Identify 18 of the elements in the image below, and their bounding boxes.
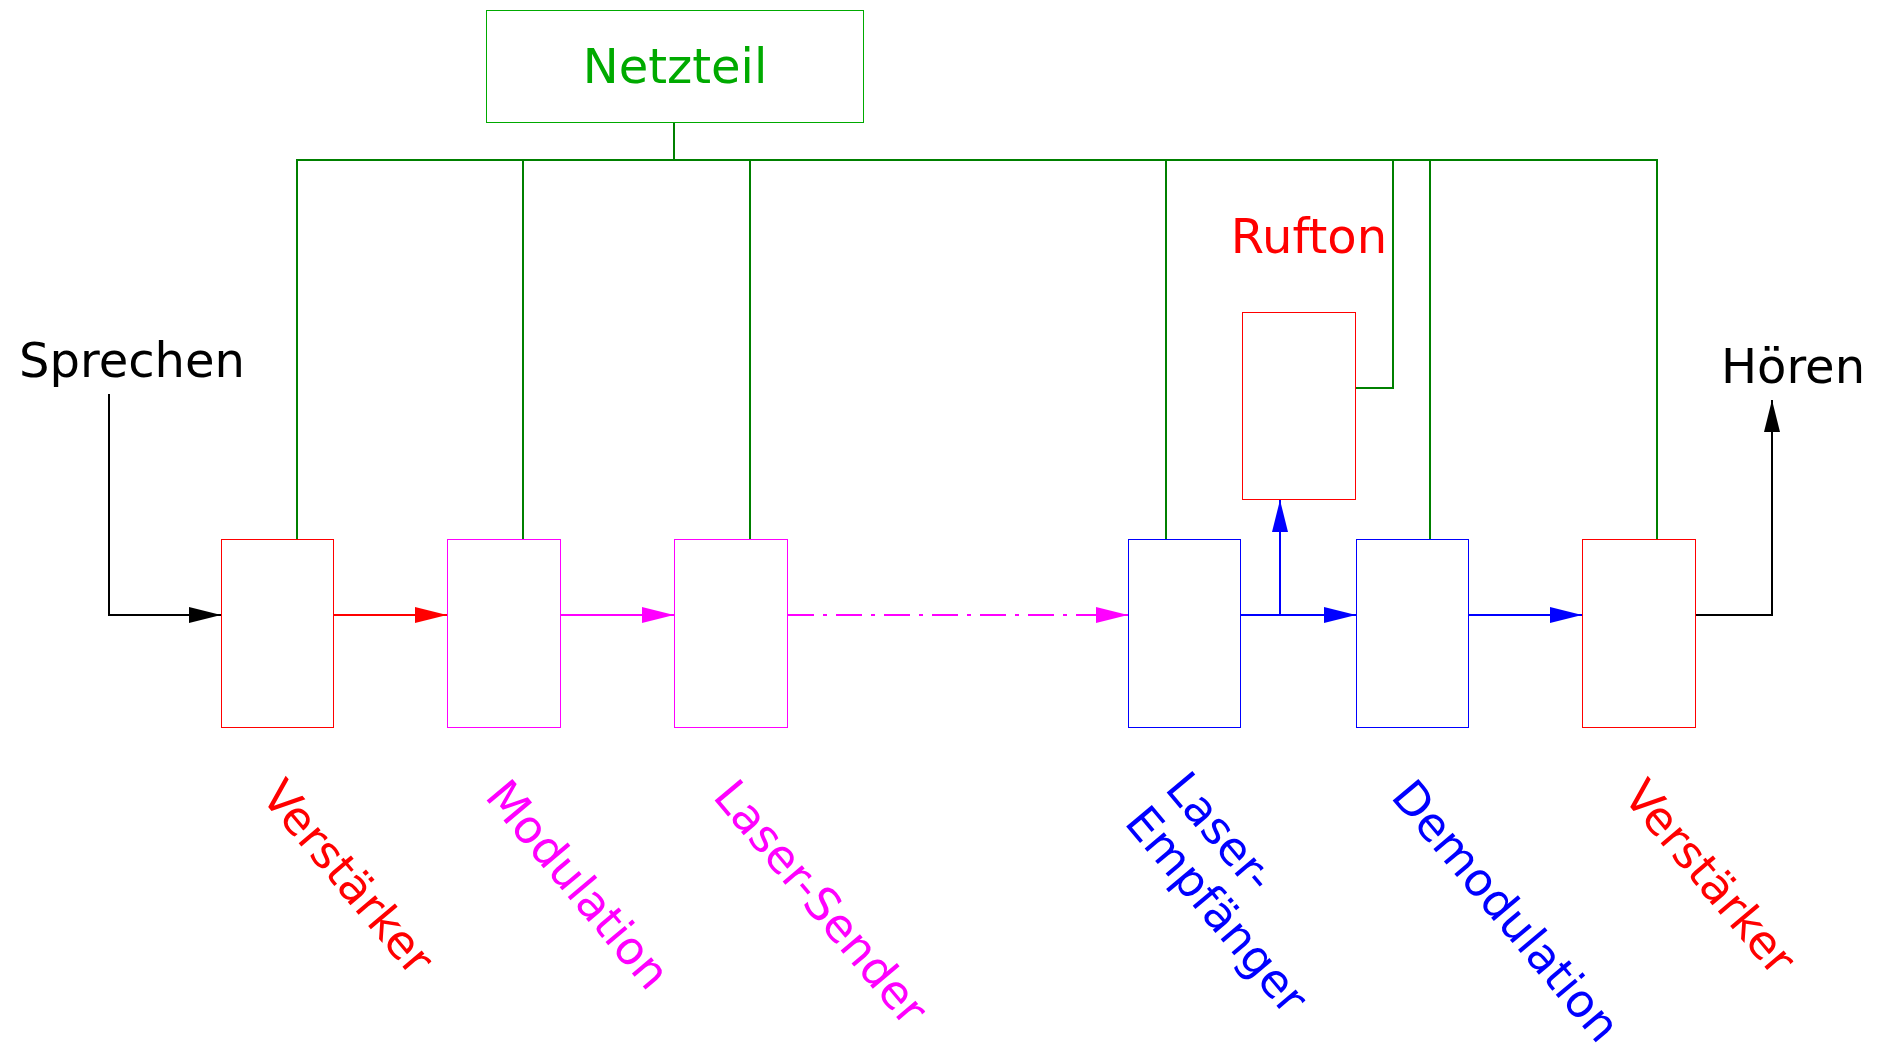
arrow	[333, 607, 448, 623]
arrow	[1695, 399, 1780, 616]
node-label: Netzteil	[582, 40, 768, 93]
transmitter-box	[674, 539, 788, 728]
node-label: Hören	[1720, 339, 1866, 393]
power-supply-box	[486, 10, 864, 123]
arrow	[787, 607, 1129, 623]
node-label: Rufton	[1229, 210, 1389, 263]
arrow	[108, 393, 222, 623]
modulator-box	[447, 539, 561, 728]
node-label: Sprechen	[19, 333, 245, 387]
arrow	[1468, 607, 1583, 623]
amplifier-box	[221, 539, 334, 728]
arrow	[1240, 499, 1288, 616]
arrow	[560, 607, 675, 623]
amplifier-box	[1582, 539, 1696, 728]
receiver-box	[1128, 539, 1241, 728]
demodulator-box	[1356, 539, 1469, 728]
